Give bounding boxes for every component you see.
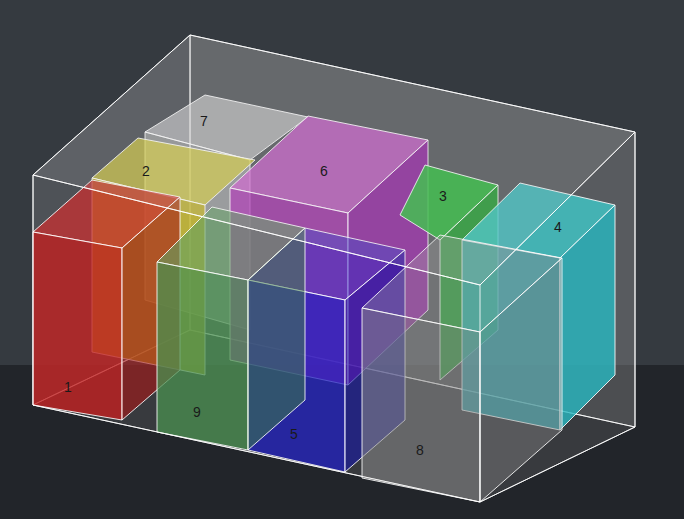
callout-number: 8 <box>416 443 424 457</box>
callout-number: 9 <box>193 405 201 419</box>
callout-number: 7 <box>200 114 208 128</box>
callout-number: 5 <box>290 427 298 441</box>
callout-number: 3 <box>439 189 447 203</box>
callout-number: 2 <box>142 164 150 178</box>
callout-number: 4 <box>554 220 562 234</box>
callout-number: 1 <box>64 380 72 394</box>
callout-number: 6 <box>320 164 328 178</box>
